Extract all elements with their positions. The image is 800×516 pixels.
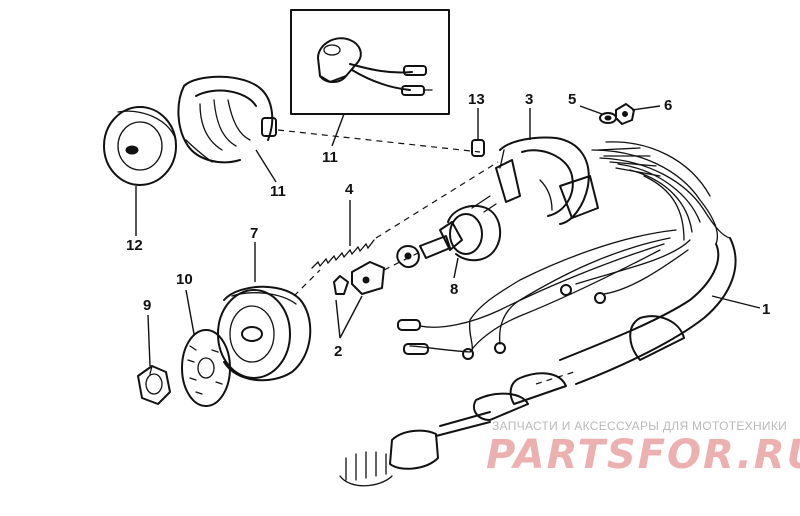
callout-7: 7 [250, 225, 258, 242]
part-7-gauge-housing [217, 285, 312, 382]
callout-numbers: 12 11 11 4 7 10 9 2 13 3 5 6 8 1 [126, 91, 770, 360]
callout-9: 9 [143, 297, 151, 314]
part-1-wiring-harness [339, 141, 737, 487]
callout-12: 12 [126, 237, 143, 254]
inset-box [290, 9, 450, 115]
callout-5: 5 [568, 91, 576, 108]
part-9-hex-nut [137, 365, 171, 405]
part-12-gauge-front [103, 106, 177, 186]
part-4-spring [311, 239, 375, 269]
callout-3: 3 [525, 91, 533, 108]
callout-2: 2 [334, 343, 342, 360]
callout-11-inset: 11 [322, 149, 338, 166]
callout-13: 13 [468, 91, 485, 108]
watermark-tagline: ЗАПЧАСТИ И АКСЕССУАРЫ ДЛЯ МОТОТЕХНИКИ [492, 419, 788, 433]
callout-6: 6 [664, 97, 672, 114]
part-2-clips [333, 261, 385, 295]
callout-1: 1 [762, 301, 770, 318]
leader-lines [135, 105, 761, 367]
part-10-label-washer [181, 329, 231, 407]
part-11-housing [177, 75, 277, 164]
part-8-key-switch [396, 195, 502, 268]
part-6-nut [615, 103, 635, 125]
part-11-inset-sensor [317, 37, 433, 96]
watermark-logo: PARTSFOR.RU [486, 432, 800, 478]
part-3-bracket [495, 136, 599, 225]
callout-10: 10 [176, 271, 193, 288]
callout-4: 4 [345, 181, 354, 198]
part-5-washer [599, 112, 617, 124]
part-13-sleeve [471, 139, 485, 157]
assembly-lines [277, 129, 575, 385]
callout-8: 8 [450, 281, 458, 298]
callout-11-housing: 11 [270, 183, 286, 200]
